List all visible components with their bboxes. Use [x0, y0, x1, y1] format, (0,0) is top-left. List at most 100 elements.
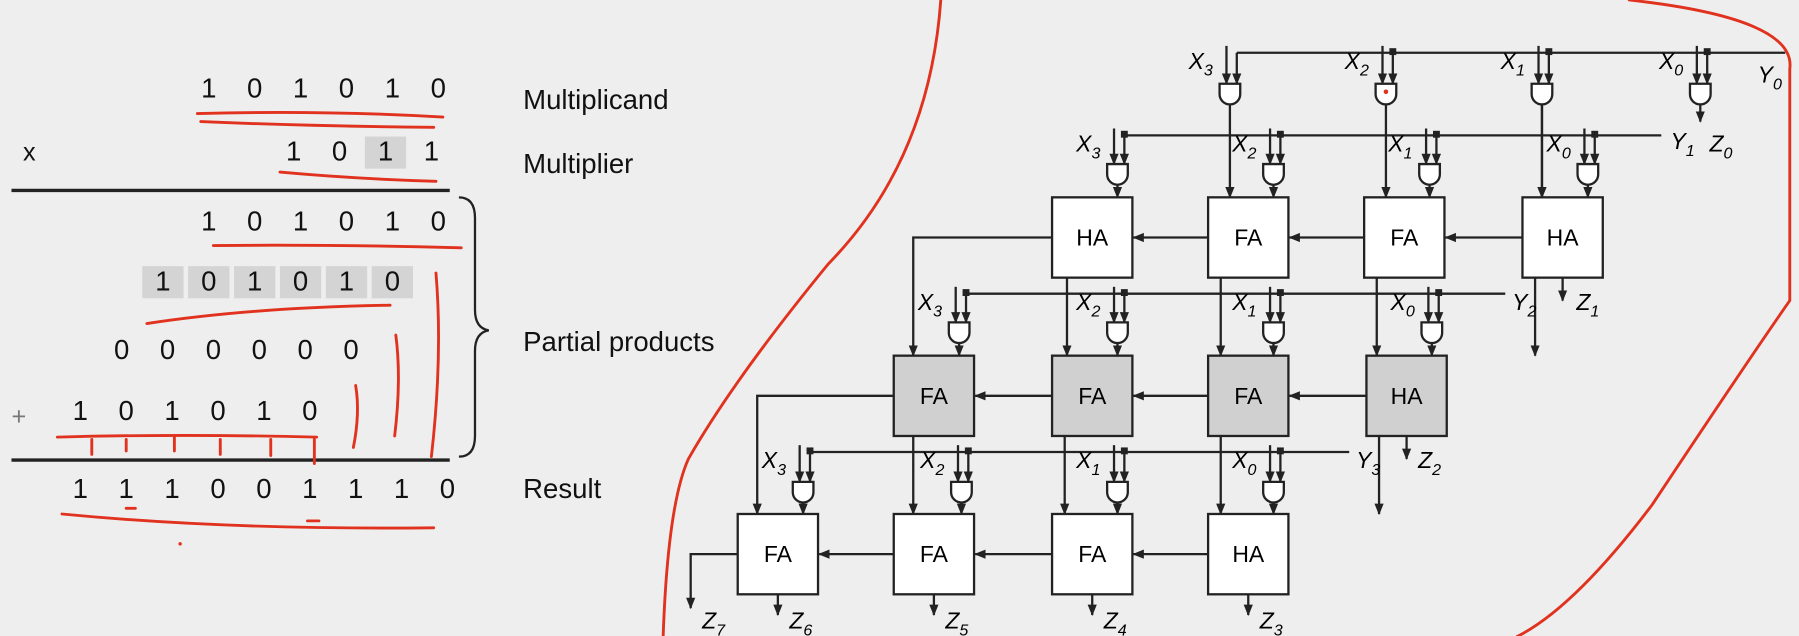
- half-adder-cell: HA: [1521, 196, 1604, 279]
- label-index: 4: [1118, 622, 1127, 636]
- result-digit: 1: [72, 473, 88, 505]
- full-adder-cell: FA: [892, 354, 976, 438]
- label-index: 2: [1247, 144, 1257, 162]
- label-letter: Y: [1758, 62, 1775, 88]
- circuit-wires: [686, 45, 1786, 617]
- label-letter: X: [919, 447, 937, 473]
- partial-product-digit: 1: [325, 266, 368, 299]
- multiplicand-digit: 0: [430, 73, 446, 105]
- multiplicand-digit: 1: [201, 73, 217, 105]
- partial-product-digit: 1: [234, 266, 276, 299]
- bus-junction: [1591, 130, 1599, 138]
- and-gate-body: [1262, 480, 1285, 504]
- label-index: 1: [1516, 62, 1525, 80]
- label-letter: Z: [1575, 289, 1591, 315]
- label-index: 1: [1404, 144, 1413, 162]
- multiplier-label: Multiplier: [523, 149, 634, 181]
- result-digit: 1: [118, 473, 134, 505]
- label-letter: Z: [701, 608, 717, 634]
- y-input-label: Y0: [1758, 62, 1782, 94]
- and-gate: [1576, 162, 1600, 186]
- bus-junction: [1276, 130, 1284, 138]
- x-input-label: X2: [1231, 130, 1256, 162]
- full-adder-cell: FA: [736, 512, 820, 596]
- cell-box: [1362, 196, 1446, 279]
- x-input-label: X0: [1658, 48, 1683, 80]
- result-label: Result: [523, 473, 602, 505]
- label-letter: X: [917, 289, 935, 315]
- annotation-underline-2: [199, 120, 436, 129]
- label-index: 0: [1773, 75, 1782, 93]
- times-symbol: x: [22, 137, 36, 167]
- cell-label: FA: [1390, 225, 1419, 251]
- and-gate: [1420, 321, 1444, 345]
- x-input-label: X3: [1075, 130, 1100, 162]
- label-index: 1: [1686, 142, 1695, 160]
- cell-box: [1206, 512, 1290, 596]
- partial-product-digit: 0: [188, 266, 230, 299]
- label-letter: Z: [1417, 447, 1433, 473]
- bus-junction: [1435, 289, 1443, 297]
- and-gate-body: [947, 321, 971, 345]
- label-index: 3: [1204, 62, 1213, 80]
- cell-box: [1521, 196, 1604, 279]
- bus-junction: [806, 447, 814, 455]
- cell-box: [1365, 354, 1448, 438]
- partial-product-digit: 0: [343, 335, 359, 366]
- y-input-label: Y2: [1512, 289, 1536, 321]
- label-letter: Z: [1259, 608, 1275, 634]
- annotation-circuit-boundary-left: [661, 0, 943, 636]
- partial-product-digit: 0: [430, 206, 446, 238]
- label-letter: Y: [1356, 447, 1373, 473]
- partial-product-digit: 0: [118, 395, 134, 427]
- full-adder-cell: FA: [1206, 196, 1290, 279]
- plus-symbol: +: [11, 401, 27, 431]
- x-input-label: X3: [761, 447, 786, 479]
- bus-junction: [962, 289, 970, 297]
- bus-junction: [1389, 48, 1397, 56]
- cell-box: [1206, 354, 1290, 438]
- cell-label: FA: [920, 541, 949, 567]
- half-adder-cell: HA: [1365, 354, 1448, 438]
- annotation-underline-5: [145, 303, 392, 325]
- bus-junction: [1545, 48, 1553, 56]
- label-index: 0: [1723, 144, 1732, 162]
- partial-product-digit: 1: [201, 206, 217, 238]
- annotation-result-underline: [60, 512, 436, 530]
- label-index: 0: [1406, 303, 1415, 321]
- label-index: 2: [1359, 62, 1369, 80]
- label-letter: X: [1344, 48, 1362, 74]
- full-adder-cell: FA: [1050, 354, 1134, 438]
- partial-product-digit: 0: [247, 206, 263, 238]
- y-input-label: Y3: [1356, 447, 1380, 479]
- label-letter: X: [1075, 289, 1093, 315]
- label-index: 2: [1090, 303, 1100, 321]
- partial-product-digit: 1: [292, 206, 309, 238]
- annotation-circuit-boundary-right: [1515, 0, 1792, 636]
- output-label: Z5: [944, 608, 968, 636]
- partial-products-brace: [458, 196, 490, 458]
- output-label: Z6: [788, 608, 812, 636]
- bus-junction: [1120, 447, 1128, 455]
- x-input-label: X0: [1231, 447, 1256, 479]
- and-gate: [1262, 321, 1285, 345]
- and-gate-body: [1418, 162, 1442, 186]
- full-adder-cell: FA: [892, 512, 976, 596]
- label-index: 1: [1590, 303, 1599, 321]
- annotation-vertical-2: [393, 333, 400, 438]
- partial-product-digit: 1: [142, 266, 184, 299]
- label-index: 3: [1091, 144, 1100, 162]
- result-digit: 1: [393, 473, 410, 505]
- cell-label: FA: [1078, 383, 1107, 409]
- label-letter: X: [1188, 48, 1206, 74]
- result-digit: 1: [164, 473, 180, 505]
- and-gate-body: [1218, 82, 1242, 106]
- cell-box: [1050, 512, 1134, 596]
- and-gate: [1688, 82, 1712, 106]
- label-letter: X: [1546, 130, 1564, 156]
